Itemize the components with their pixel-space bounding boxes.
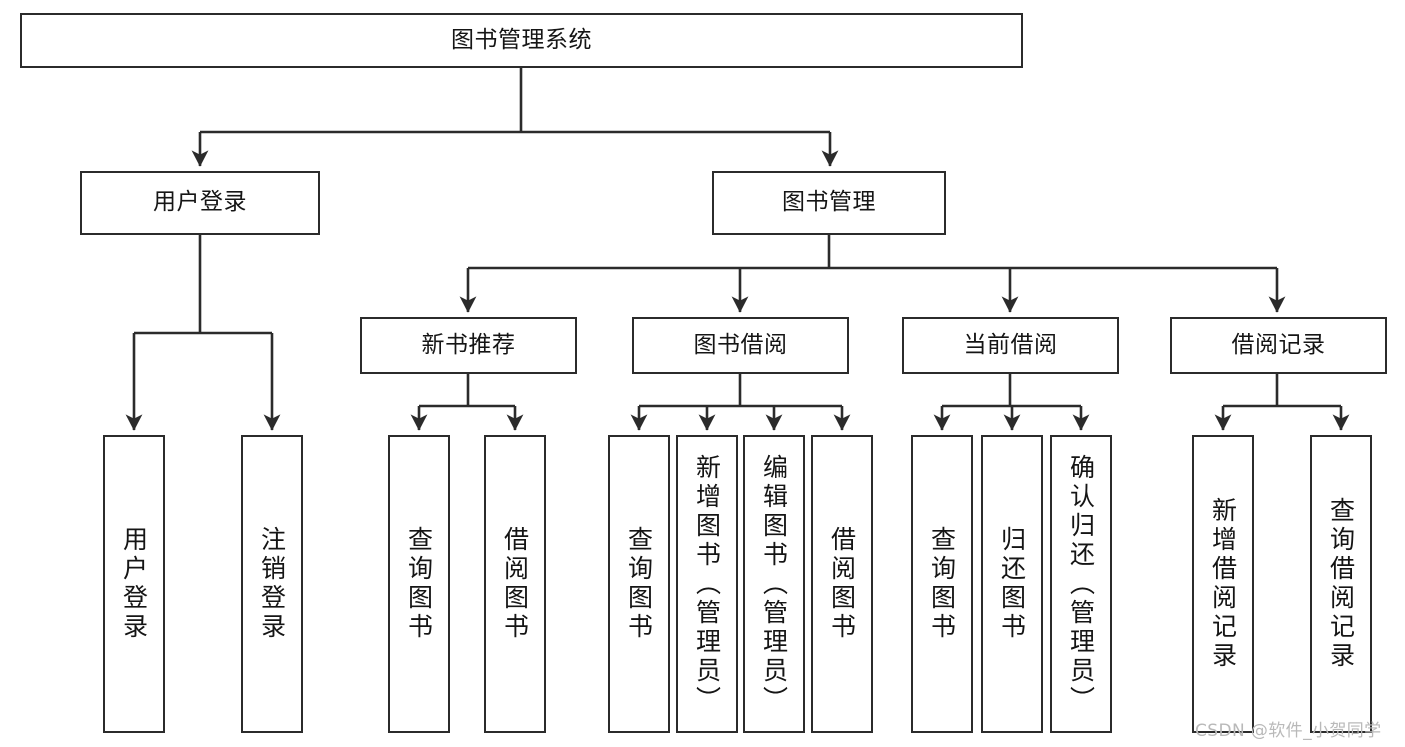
node-leaf-query-book-current[interactable]: 查询图书 <box>911 435 973 733</box>
node-current-borrow-label: 当前借阅 <box>963 331 1058 358</box>
node-leaf-query-book-current-label: 查询图书 <box>927 526 957 642</box>
node-leaf-borrow-book[interactable]: 借阅图书 <box>811 435 873 733</box>
node-leaf-confirm-return-label: 确认归还（管理员） <box>1066 453 1096 715</box>
node-leaf-borrow-book-rec[interactable]: 借阅图书 <box>484 435 546 733</box>
node-new-book-rec-label: 新书推荐 <box>421 331 516 358</box>
node-leaf-user-login-label: 用户登录 <box>119 526 149 642</box>
node-leaf-query-book-borrow[interactable]: 查询图书 <box>608 435 670 733</box>
node-leaf-return-book[interactable]: 归还图书 <box>981 435 1043 733</box>
node-user-login[interactable]: 用户登录 <box>80 171 320 235</box>
node-book-borrow[interactable]: 图书借阅 <box>632 317 849 374</box>
node-root-label: 图书管理系统 <box>451 26 592 53</box>
csdn-watermark: CSDN @软件_小贺同学 <box>1195 721 1382 741</box>
node-book-manage[interactable]: 图书管理 <box>712 171 946 235</box>
node-leaf-borrow-book-label: 借阅图书 <box>827 526 857 642</box>
node-book-manage-label: 图书管理 <box>782 189 876 216</box>
node-leaf-query-book-rec-label: 查询图书 <box>404 526 434 642</box>
node-leaf-edit-book-label: 编辑图书（管理员） <box>759 453 789 715</box>
node-leaf-logout-label: 注销登录 <box>257 526 287 642</box>
node-leaf-user-login[interactable]: 用户登录 <box>103 435 165 733</box>
node-leaf-query-book-rec[interactable]: 查询图书 <box>388 435 450 733</box>
node-leaf-query-record[interactable]: 查询借阅记录 <box>1310 435 1372 733</box>
node-leaf-confirm-return[interactable]: 确认归还（管理员） <box>1050 435 1112 733</box>
node-borrow-record-label: 借阅记录 <box>1231 331 1326 358</box>
node-leaf-add-book[interactable]: 新增图书（管理员） <box>676 435 738 733</box>
node-leaf-return-book-label: 归还图书 <box>997 526 1027 642</box>
node-leaf-borrow-book-rec-label: 借阅图书 <box>500 526 530 642</box>
node-leaf-query-book-borrow-label: 查询图书 <box>624 526 654 642</box>
node-leaf-add-record-label: 新增借阅记录 <box>1208 497 1238 671</box>
node-leaf-query-record-label: 查询借阅记录 <box>1326 497 1356 671</box>
node-leaf-edit-book[interactable]: 编辑图书（管理员） <box>743 435 805 733</box>
node-leaf-logout[interactable]: 注销登录 <box>241 435 303 733</box>
node-root[interactable]: 图书管理系统 <box>20 13 1023 68</box>
node-user-login-label: 用户登录 <box>153 189 247 216</box>
node-current-borrow[interactable]: 当前借阅 <box>902 317 1119 374</box>
node-leaf-add-book-label: 新增图书（管理员） <box>692 453 722 715</box>
node-borrow-record[interactable]: 借阅记录 <box>1170 317 1387 374</box>
node-leaf-add-record[interactable]: 新增借阅记录 <box>1192 435 1254 733</box>
node-new-book-rec[interactable]: 新书推荐 <box>360 317 577 374</box>
node-book-borrow-label: 图书借阅 <box>693 331 788 358</box>
